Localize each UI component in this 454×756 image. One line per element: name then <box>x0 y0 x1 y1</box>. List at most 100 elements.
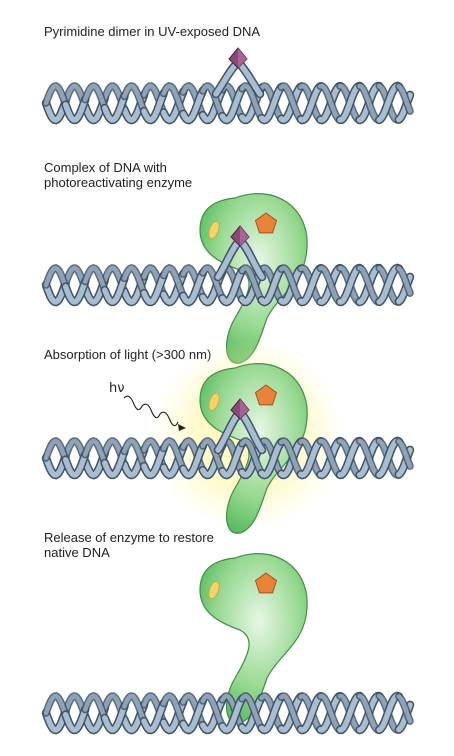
dna-strand <box>102 703 128 733</box>
dna-strand <box>278 83 304 122</box>
dna-strand <box>298 265 324 305</box>
dna-strand <box>62 706 88 733</box>
pyrimidine-dimer-3 <box>230 398 250 420</box>
dna-strand <box>141 90 167 123</box>
dimer-highlight <box>240 399 249 419</box>
dna-strand <box>278 693 304 732</box>
cofactor-pentagon <box>254 212 278 234</box>
released-enzyme <box>199 553 308 724</box>
dna-strand <box>122 83 147 114</box>
dna-strand <box>258 266 284 305</box>
dna-strand <box>337 83 363 123</box>
dna-strand <box>62 96 88 123</box>
dna-strand <box>43 453 69 478</box>
dna-strand <box>396 694 413 724</box>
dna-strand <box>43 83 68 107</box>
dna-strand <box>239 438 264 476</box>
dna-strand <box>43 280 69 305</box>
dna-strand <box>102 448 128 478</box>
dna-strand <box>278 693 304 733</box>
dna-strand <box>298 693 324 733</box>
dna-strand <box>278 265 304 305</box>
dna-strand <box>239 83 264 121</box>
dna-strand <box>62 278 88 305</box>
dna-strand <box>161 438 186 472</box>
dna-strand <box>278 438 304 477</box>
dna-strand <box>259 438 284 477</box>
dna-helix-4 <box>41 691 415 735</box>
dna-strand <box>239 265 264 303</box>
dna-strand <box>396 84 413 114</box>
cofactor-oval <box>208 221 220 239</box>
dna-strand <box>102 275 128 305</box>
dna-strand <box>278 265 304 304</box>
dna-strand <box>396 266 413 296</box>
pyrimidine-dimer-1 <box>228 47 248 69</box>
dna-strand <box>82 438 108 466</box>
dna-strand <box>82 83 108 111</box>
dna-strand <box>259 265 284 304</box>
dna-strand <box>219 441 245 478</box>
dna-strand <box>180 443 206 478</box>
dna-strand <box>43 693 68 717</box>
light-label: hν <box>109 381 125 396</box>
dna-strand <box>141 272 167 305</box>
dna-strand <box>43 708 69 733</box>
dna-helix-2 <box>41 233 415 307</box>
dimer-highlight <box>240 226 249 246</box>
step-2-caption: Complex of DNA with photoreactivating en… <box>44 160 193 190</box>
dna-strand <box>396 439 413 469</box>
dna-strand <box>318 693 343 733</box>
dna-strand <box>180 88 206 123</box>
cofactor-pentagon <box>254 384 278 406</box>
dna-strand <box>200 438 225 474</box>
enzyme-cofactors-3 <box>208 384 278 411</box>
light-wave <box>123 395 179 427</box>
light-arrow: hν <box>109 381 186 431</box>
dna-strand <box>337 693 363 733</box>
dna-strand <box>43 98 69 123</box>
dna-strand <box>102 93 128 123</box>
dna-strand <box>259 83 284 122</box>
dna-strand <box>337 438 363 478</box>
dna-helix-3 <box>41 405 415 480</box>
dna-strand <box>200 697 226 733</box>
dna-strand <box>180 698 206 733</box>
dna-strand <box>259 693 284 732</box>
dna-strand <box>258 694 284 733</box>
enzyme-body <box>199 553 308 724</box>
cofactor-oval <box>208 581 220 599</box>
dna-strand <box>219 696 245 733</box>
dna-strand <box>62 451 88 478</box>
dna-strand <box>141 700 167 733</box>
dna-strand <box>161 83 186 117</box>
dna-strand <box>318 265 343 305</box>
dna-strand <box>122 438 147 469</box>
dna-strand <box>318 438 343 478</box>
cofactor-pentagon <box>254 572 278 594</box>
dna-strand <box>200 693 225 729</box>
dna-strand <box>122 265 147 296</box>
step-4-caption: Release of enzyme to restore native DNA <box>44 530 214 560</box>
dna-strand <box>200 87 226 123</box>
dna-strand <box>82 693 108 721</box>
dna-strand <box>239 695 265 733</box>
dna-strand <box>219 86 245 123</box>
dna-strand <box>219 268 245 305</box>
cofactor-oval <box>208 393 220 411</box>
dna-strand <box>278 83 304 123</box>
dna-strand <box>200 265 225 301</box>
enzyme-cofactors-2 <box>208 212 278 239</box>
dna-strand <box>43 265 68 289</box>
dna-strand <box>298 83 324 123</box>
light-arrowhead <box>178 424 186 431</box>
dna-strand <box>161 265 186 299</box>
enzyme-cofactors-4 <box>208 572 278 599</box>
step-1-caption: Pyrimidine dimer in UV-exposed DNA <box>44 24 261 39</box>
dna-strand <box>278 438 304 478</box>
dna-strand <box>122 693 147 724</box>
dna-helix-1 <box>41 55 415 125</box>
dna-strand <box>337 265 363 305</box>
dna-strand <box>82 265 108 293</box>
